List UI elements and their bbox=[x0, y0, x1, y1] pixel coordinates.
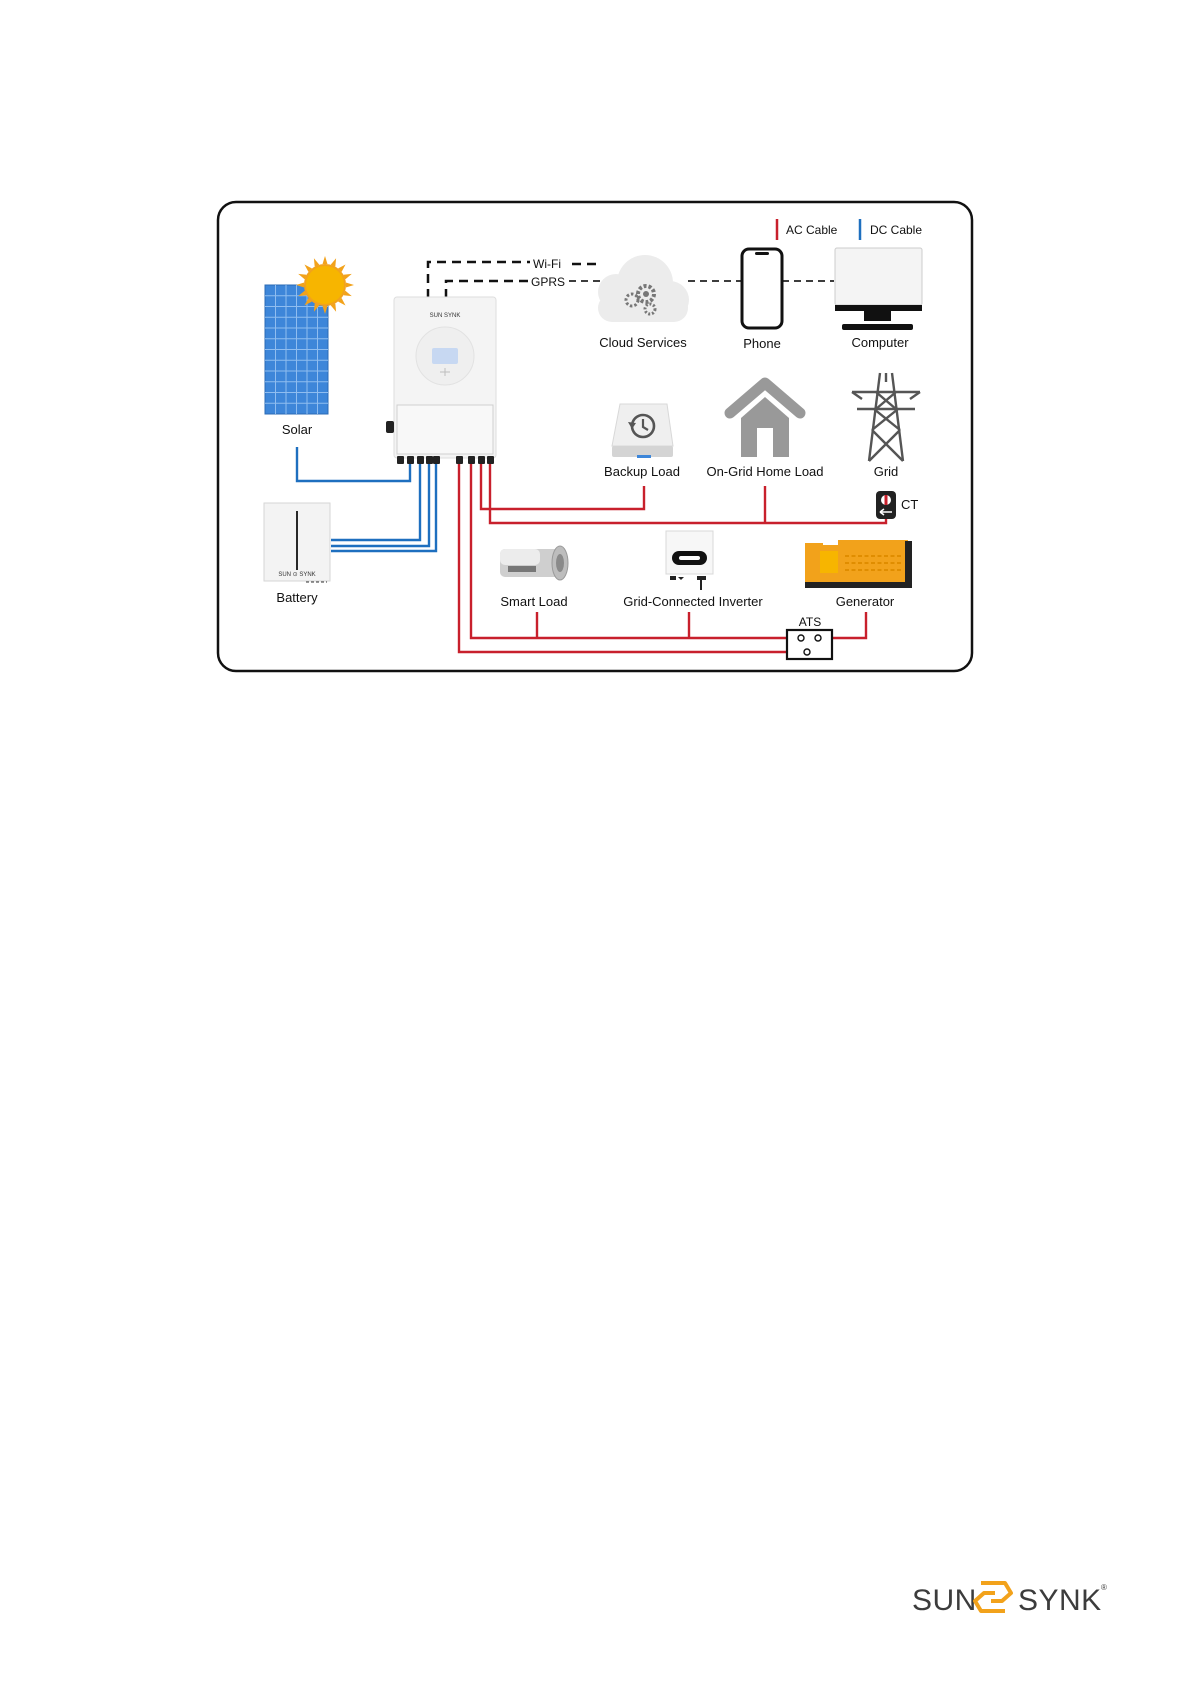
legend-ac-label: AC Cable bbox=[786, 223, 838, 237]
legend-dc-label: DC Cable bbox=[870, 223, 922, 237]
dc-cable-solar bbox=[297, 447, 410, 481]
legend: AC Cable DC Cable bbox=[777, 219, 922, 240]
logo-mark-icon bbox=[975, 1583, 1011, 1611]
ats-label: ATS bbox=[799, 615, 821, 629]
ac-cable-grid bbox=[490, 462, 886, 523]
sunsynk-logo: SUN SYNK ® bbox=[912, 1572, 1112, 1622]
house-icon bbox=[730, 383, 800, 457]
on-grid-home-load-label: On-Grid Home Load bbox=[706, 464, 823, 479]
smart-load-label: Smart Load bbox=[500, 594, 567, 609]
grid-connected-inverter-label: Grid-Connected Inverter bbox=[623, 594, 763, 609]
wifi-label: Wi-Fi bbox=[533, 257, 561, 271]
grid-inverter-icon bbox=[666, 531, 713, 590]
battery-icon: SUN ⊙ SYNK bbox=[264, 503, 330, 582]
computer-icon bbox=[835, 248, 922, 330]
phone-label: Phone bbox=[743, 336, 781, 351]
dc-cable-battery-2 bbox=[331, 462, 429, 546]
solar-label: Solar bbox=[282, 422, 313, 437]
battery-label: Battery bbox=[276, 590, 318, 605]
backup-drive-icon bbox=[612, 404, 673, 458]
cloud-services-label: Cloud Services bbox=[599, 335, 687, 350]
svg-text:SUN ⊙ SYNK: SUN ⊙ SYNK bbox=[278, 572, 315, 578]
inverter-icon: SUN SYNK bbox=[386, 297, 496, 464]
gprs-link bbox=[446, 281, 530, 298]
generator-label: Generator bbox=[836, 594, 895, 609]
logo-text-right: SYNK bbox=[1018, 1584, 1102, 1617]
cloud-gears-icon bbox=[598, 255, 689, 322]
generator-icon bbox=[805, 540, 912, 588]
ct-clamp-icon bbox=[876, 491, 896, 519]
phone-icon bbox=[742, 249, 782, 328]
ct-label: CT bbox=[901, 497, 918, 512]
inverter-brand: SUN SYNK bbox=[430, 313, 461, 319]
smart-load-icon bbox=[500, 546, 568, 580]
sun-icon bbox=[296, 256, 354, 314]
ats-switch-icon bbox=[787, 630, 832, 659]
dc-cable-battery-1 bbox=[331, 462, 420, 540]
pylon-icon bbox=[852, 373, 920, 461]
logo-text-left: SUN bbox=[912, 1584, 977, 1617]
gprs-label: GPRS bbox=[531, 275, 565, 289]
computer-label: Computer bbox=[851, 335, 909, 350]
logo-registered-mark: ® bbox=[1101, 1583, 1107, 1592]
grid-label: Grid bbox=[874, 464, 899, 479]
backup-load-label: Backup Load bbox=[604, 464, 680, 479]
